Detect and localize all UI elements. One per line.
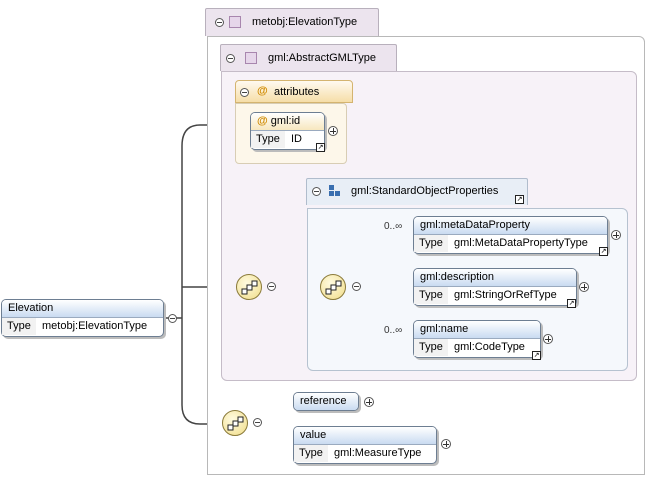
collapse-icon[interactable] — [226, 54, 235, 63]
complex-type-icon — [245, 52, 257, 64]
jump-icon[interactable]: ↗ — [316, 143, 325, 152]
type-label: Type — [414, 287, 448, 304]
attribute-at-icon: @ — [257, 115, 268, 127]
expand-icon[interactable] — [441, 439, 451, 449]
attribute-name: gml:id — [270, 115, 301, 127]
element-name: gml:metaDataProperty — [414, 217, 607, 235]
type-value: gml:MeasureType — [334, 447, 422, 459]
collapse-icon[interactable] — [215, 18, 224, 27]
type-value: ID — [291, 133, 302, 145]
element-name-node[interactable]: gml:name Type gml:CodeType — [413, 320, 541, 358]
element-name: gml:name — [414, 321, 540, 339]
element-description[interactable]: gml:description Type gml:StringOrRefType — [413, 268, 577, 306]
element-name: reference — [294, 393, 358, 410]
expand-icon[interactable] — [579, 282, 589, 292]
type-label: Type — [414, 235, 448, 252]
group-icon — [329, 185, 341, 197]
expand-icon[interactable] — [328, 126, 338, 136]
abstract-gml-type-name: gml:AbstractGMLType — [268, 52, 376, 64]
collapse-icon[interactable] — [168, 314, 177, 323]
collapse-icon[interactable] — [352, 282, 361, 291]
elevation-type-tab[interactable]: metobj:ElevationType — [205, 8, 379, 36]
jump-icon[interactable]: ↗ — [532, 351, 541, 360]
element-value[interactable]: value Type gml:MeasureType — [293, 426, 437, 464]
collapse-icon[interactable] — [267, 282, 276, 291]
expand-icon[interactable] — [364, 397, 374, 407]
collapse-icon[interactable] — [253, 418, 262, 427]
elevation-type-name: metobj:ElevationType — [252, 16, 358, 28]
element-reference[interactable]: reference — [293, 392, 359, 411]
attributes-label: attributes — [274, 86, 320, 98]
sequence-compositor-icon[interactable] — [222, 410, 248, 436]
jump-icon[interactable]: ↗ — [515, 195, 524, 204]
type-label: Type — [251, 131, 285, 148]
type-value: metobj:ElevationType — [42, 320, 148, 332]
element-metadataproperty[interactable]: gml:metaDataProperty Type gml:MetaDataPro… — [413, 216, 608, 254]
attribute-at-icon: @ — [257, 85, 268, 97]
type-label: Type — [414, 339, 448, 356]
complex-type-icon — [229, 16, 241, 28]
element-name: value — [294, 427, 436, 445]
sequence-compositor-icon[interactable] — [236, 274, 262, 300]
sequence-compositor-icon[interactable] — [320, 274, 346, 300]
type-value: gml:CodeType — [454, 341, 525, 353]
jump-icon[interactable]: ↗ — [567, 299, 576, 308]
element-elevation[interactable]: Elevation Type metobj:ElevationType — [1, 299, 164, 337]
element-name: Elevation — [2, 300, 163, 318]
attributes-tab[interactable]: @ attributes — [235, 80, 353, 103]
type-value: gml:MetaDataPropertyType — [454, 237, 588, 249]
collapse-icon[interactable] — [240, 88, 249, 97]
element-name: gml:description — [414, 269, 576, 287]
jump-icon[interactable]: ↗ — [599, 247, 608, 256]
type-label: Type — [294, 445, 328, 462]
std-props-tab[interactable]: gml:StandardObjectProperties ↗ — [306, 178, 528, 205]
occurs-label: 0..∞ — [384, 221, 403, 232]
abstract-gml-type-tab[interactable]: gml:AbstractGMLType — [220, 44, 397, 71]
attribute-gml-id[interactable]: @ gml:id Type ID — [250, 112, 325, 150]
occurs-label: 0..∞ — [384, 325, 403, 336]
std-props-name: gml:StandardObjectProperties — [351, 185, 499, 197]
type-label: Type — [2, 318, 36, 335]
type-value: gml:StringOrRefType — [454, 289, 557, 301]
collapse-icon[interactable] — [312, 187, 321, 196]
expand-icon[interactable] — [611, 230, 621, 240]
expand-icon[interactable] — [543, 334, 553, 344]
